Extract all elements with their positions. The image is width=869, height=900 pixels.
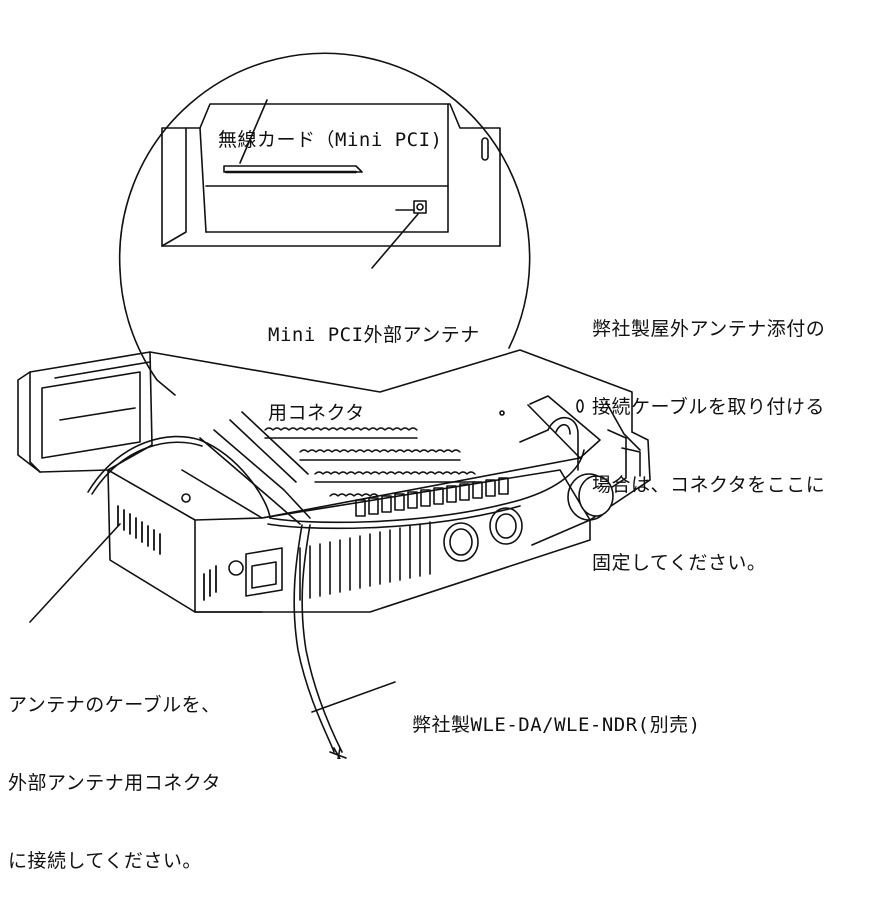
label-product-text: 弊社製WLE-DA/WLE-NDR(別売) <box>412 714 701 736</box>
label-product: 弊社製WLE-DA/WLE-NDR(別売) <box>412 660 701 764</box>
label-antenna-cable: アンテナのケーブルを、 外部アンテナ用コネクタ に接続してください。 <box>8 640 221 900</box>
label-outdoor-antenna: 弊社製屋外アンテナ添付の 接続ケーブルを取り付ける 場合は、コネクタをここに 固… <box>592 264 825 602</box>
label-line: Mini PCI外部アンテナ <box>268 324 480 346</box>
label-line: 弊社製屋外アンテナ添付の <box>592 318 826 340</box>
antenna-cable <box>87 435 585 759</box>
diagram-canvas: 無線カード（Mini PCI) Mini PCI外部アンテナ 用コネクタ 弊社製… <box>8 52 825 872</box>
label-line: 用コネクタ <box>268 402 365 424</box>
leader-lines <box>29 401 641 713</box>
label-line: 場合は、コネクタをここに <box>592 474 826 496</box>
label-wireless-card-text: 無線カード（Mini PCI) <box>218 129 443 151</box>
label-mini-pci-connector: Mini PCI外部アンテナ 用コネクタ <box>268 270 480 452</box>
label-wireless-card: 無線カード（Mini PCI) <box>218 75 442 179</box>
magnifier <box>118 52 531 396</box>
device-illustration <box>17 52 651 759</box>
label-line: アンテナのケーブルを、 <box>8 694 221 716</box>
label-line: に接続してください。 <box>8 850 202 872</box>
label-line: 固定してください。 <box>592 552 767 574</box>
label-line: 接続ケーブルを取り付ける <box>592 396 825 418</box>
device-body <box>17 349 651 613</box>
label-line: 外部アンテナ用コネクタ <box>8 772 221 794</box>
